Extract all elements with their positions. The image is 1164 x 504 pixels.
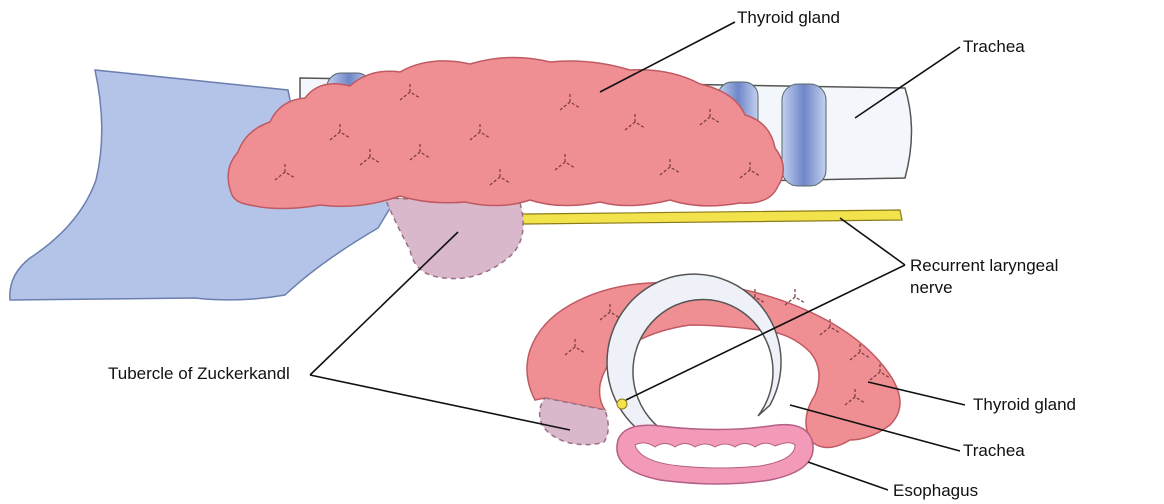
label-thyroid-gland-top: Thyroid gland	[737, 8, 840, 28]
trachea-ring	[782, 84, 826, 186]
label-trachea-cross: Trachea	[963, 441, 1025, 461]
recurrent-laryngeal-nerve-cross	[617, 399, 627, 409]
label-recurrent-laryngeal-nerve-line2: nerve	[910, 278, 953, 298]
trachea-ring-cross	[607, 274, 781, 448]
label-recurrent-laryngeal-nerve-line1: Recurrent laryngeal	[910, 256, 1058, 276]
label-esophagus: Esophagus	[893, 481, 978, 501]
tubercle-lateral	[385, 198, 523, 279]
label-trachea-top: Trachea	[963, 37, 1025, 57]
label-thyroid-gland-cross: Thyroid gland	[973, 395, 1076, 415]
label-tubercle-of-zuckerkandl: Tubercle of Zuckerkandl	[108, 364, 290, 384]
